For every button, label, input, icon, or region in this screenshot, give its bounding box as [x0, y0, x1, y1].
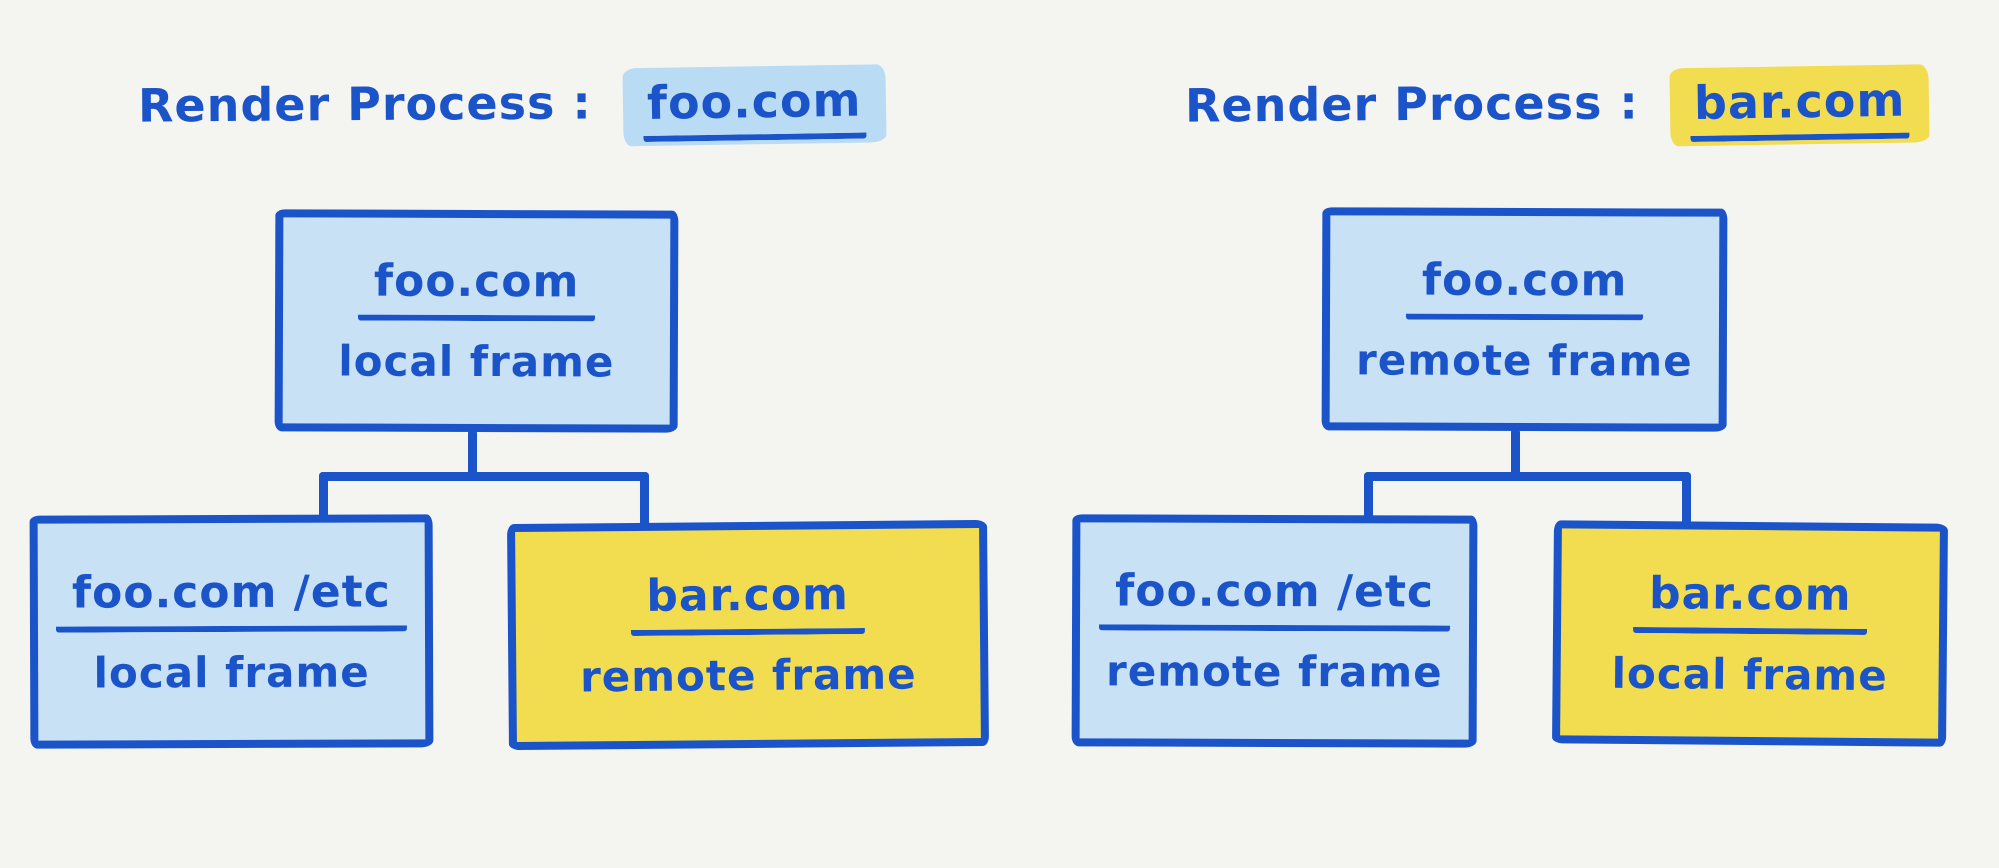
title-domain: bar.com — [1689, 72, 1910, 143]
frame-type: remote frame — [1355, 334, 1693, 386]
frame-domain: foo.com — [1405, 254, 1644, 320]
connector-stem — [1511, 428, 1520, 479]
connector-drop-left — [319, 472, 328, 522]
frame-node-child: bar.com local frame — [1552, 520, 1948, 747]
frame-type: local frame — [338, 336, 615, 387]
frame-domain: foo.com — [357, 255, 596, 322]
frame-node-child: foo.com /etc local frame — [29, 514, 434, 749]
connector-drop-right — [1682, 472, 1691, 528]
frame-node-child: bar.com remote frame — [507, 519, 989, 751]
title-prefix: Render Process : — [137, 75, 593, 133]
connector-stem — [468, 429, 477, 479]
frame-type: local frame — [93, 647, 370, 697]
frame-type: remote frame — [579, 649, 917, 702]
title-prefix: Render Process : — [1184, 75, 1640, 133]
title-domain-highlight: foo.com — [622, 64, 886, 147]
tree-title-bar: Render Process : bar.com — [1184, 64, 1930, 148]
connector-drop-right — [640, 472, 649, 528]
frame-type: local frame — [1611, 648, 1888, 700]
title-domain: foo.com — [642, 72, 866, 143]
frame-domain: bar.com — [630, 568, 866, 637]
frame-domain: foo.com /etc — [1099, 565, 1451, 632]
frame-domain: foo.com /etc — [55, 565, 407, 633]
frame-node-child: foo.com /etc remote frame — [1071, 514, 1478, 748]
title-domain-highlight: bar.com — [1669, 64, 1930, 147]
connector-bar — [1364, 472, 1691, 481]
frame-node-root: foo.com remote frame — [1321, 207, 1728, 432]
connector-bar — [319, 472, 649, 481]
tree-title-foo: Render Process : foo.com — [137, 64, 886, 148]
frame-type: remote frame — [1105, 646, 1443, 697]
frame-node-root: foo.com local frame — [274, 209, 679, 433]
frame-domain: bar.com — [1632, 567, 1868, 635]
connector-drop-left — [1364, 472, 1373, 522]
